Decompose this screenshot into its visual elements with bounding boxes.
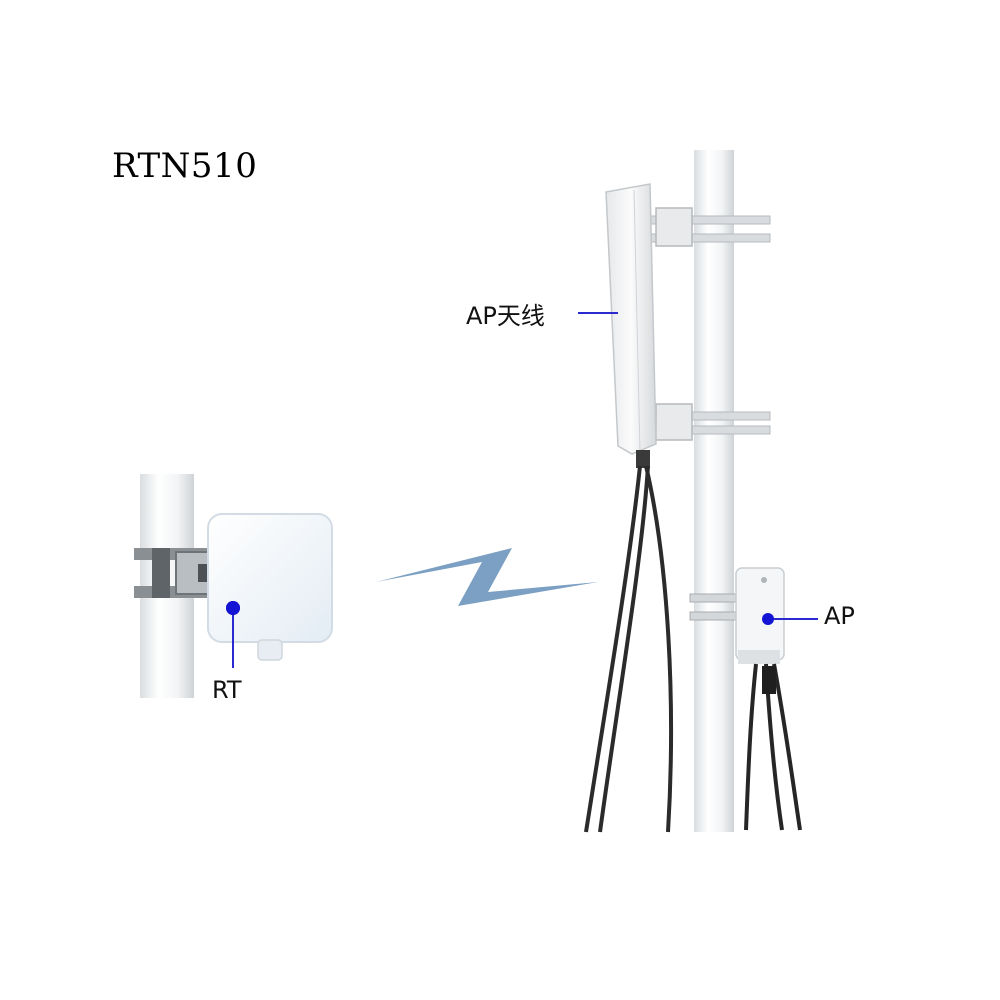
rt-marker-dot: [226, 601, 240, 615]
antenna-bracket-bottom: [647, 403, 771, 441]
diagram-title: RTN510: [112, 146, 258, 186]
ap-antenna: [605, 183, 657, 468]
rt-mount-bracket: [134, 548, 214, 598]
antenna-cables: [584, 465, 674, 833]
ap-cables: [744, 663, 802, 831]
lightning-bolt-icon: [376, 548, 598, 606]
label-rt: RT: [212, 676, 242, 704]
label-ap: AP: [824, 602, 855, 630]
label-ap-antenna: AP天线: [466, 302, 545, 330]
rt-device: [207, 513, 333, 661]
ap-device: [735, 567, 785, 664]
ap-marker: [762, 613, 818, 625]
ap-pole: [694, 150, 734, 832]
